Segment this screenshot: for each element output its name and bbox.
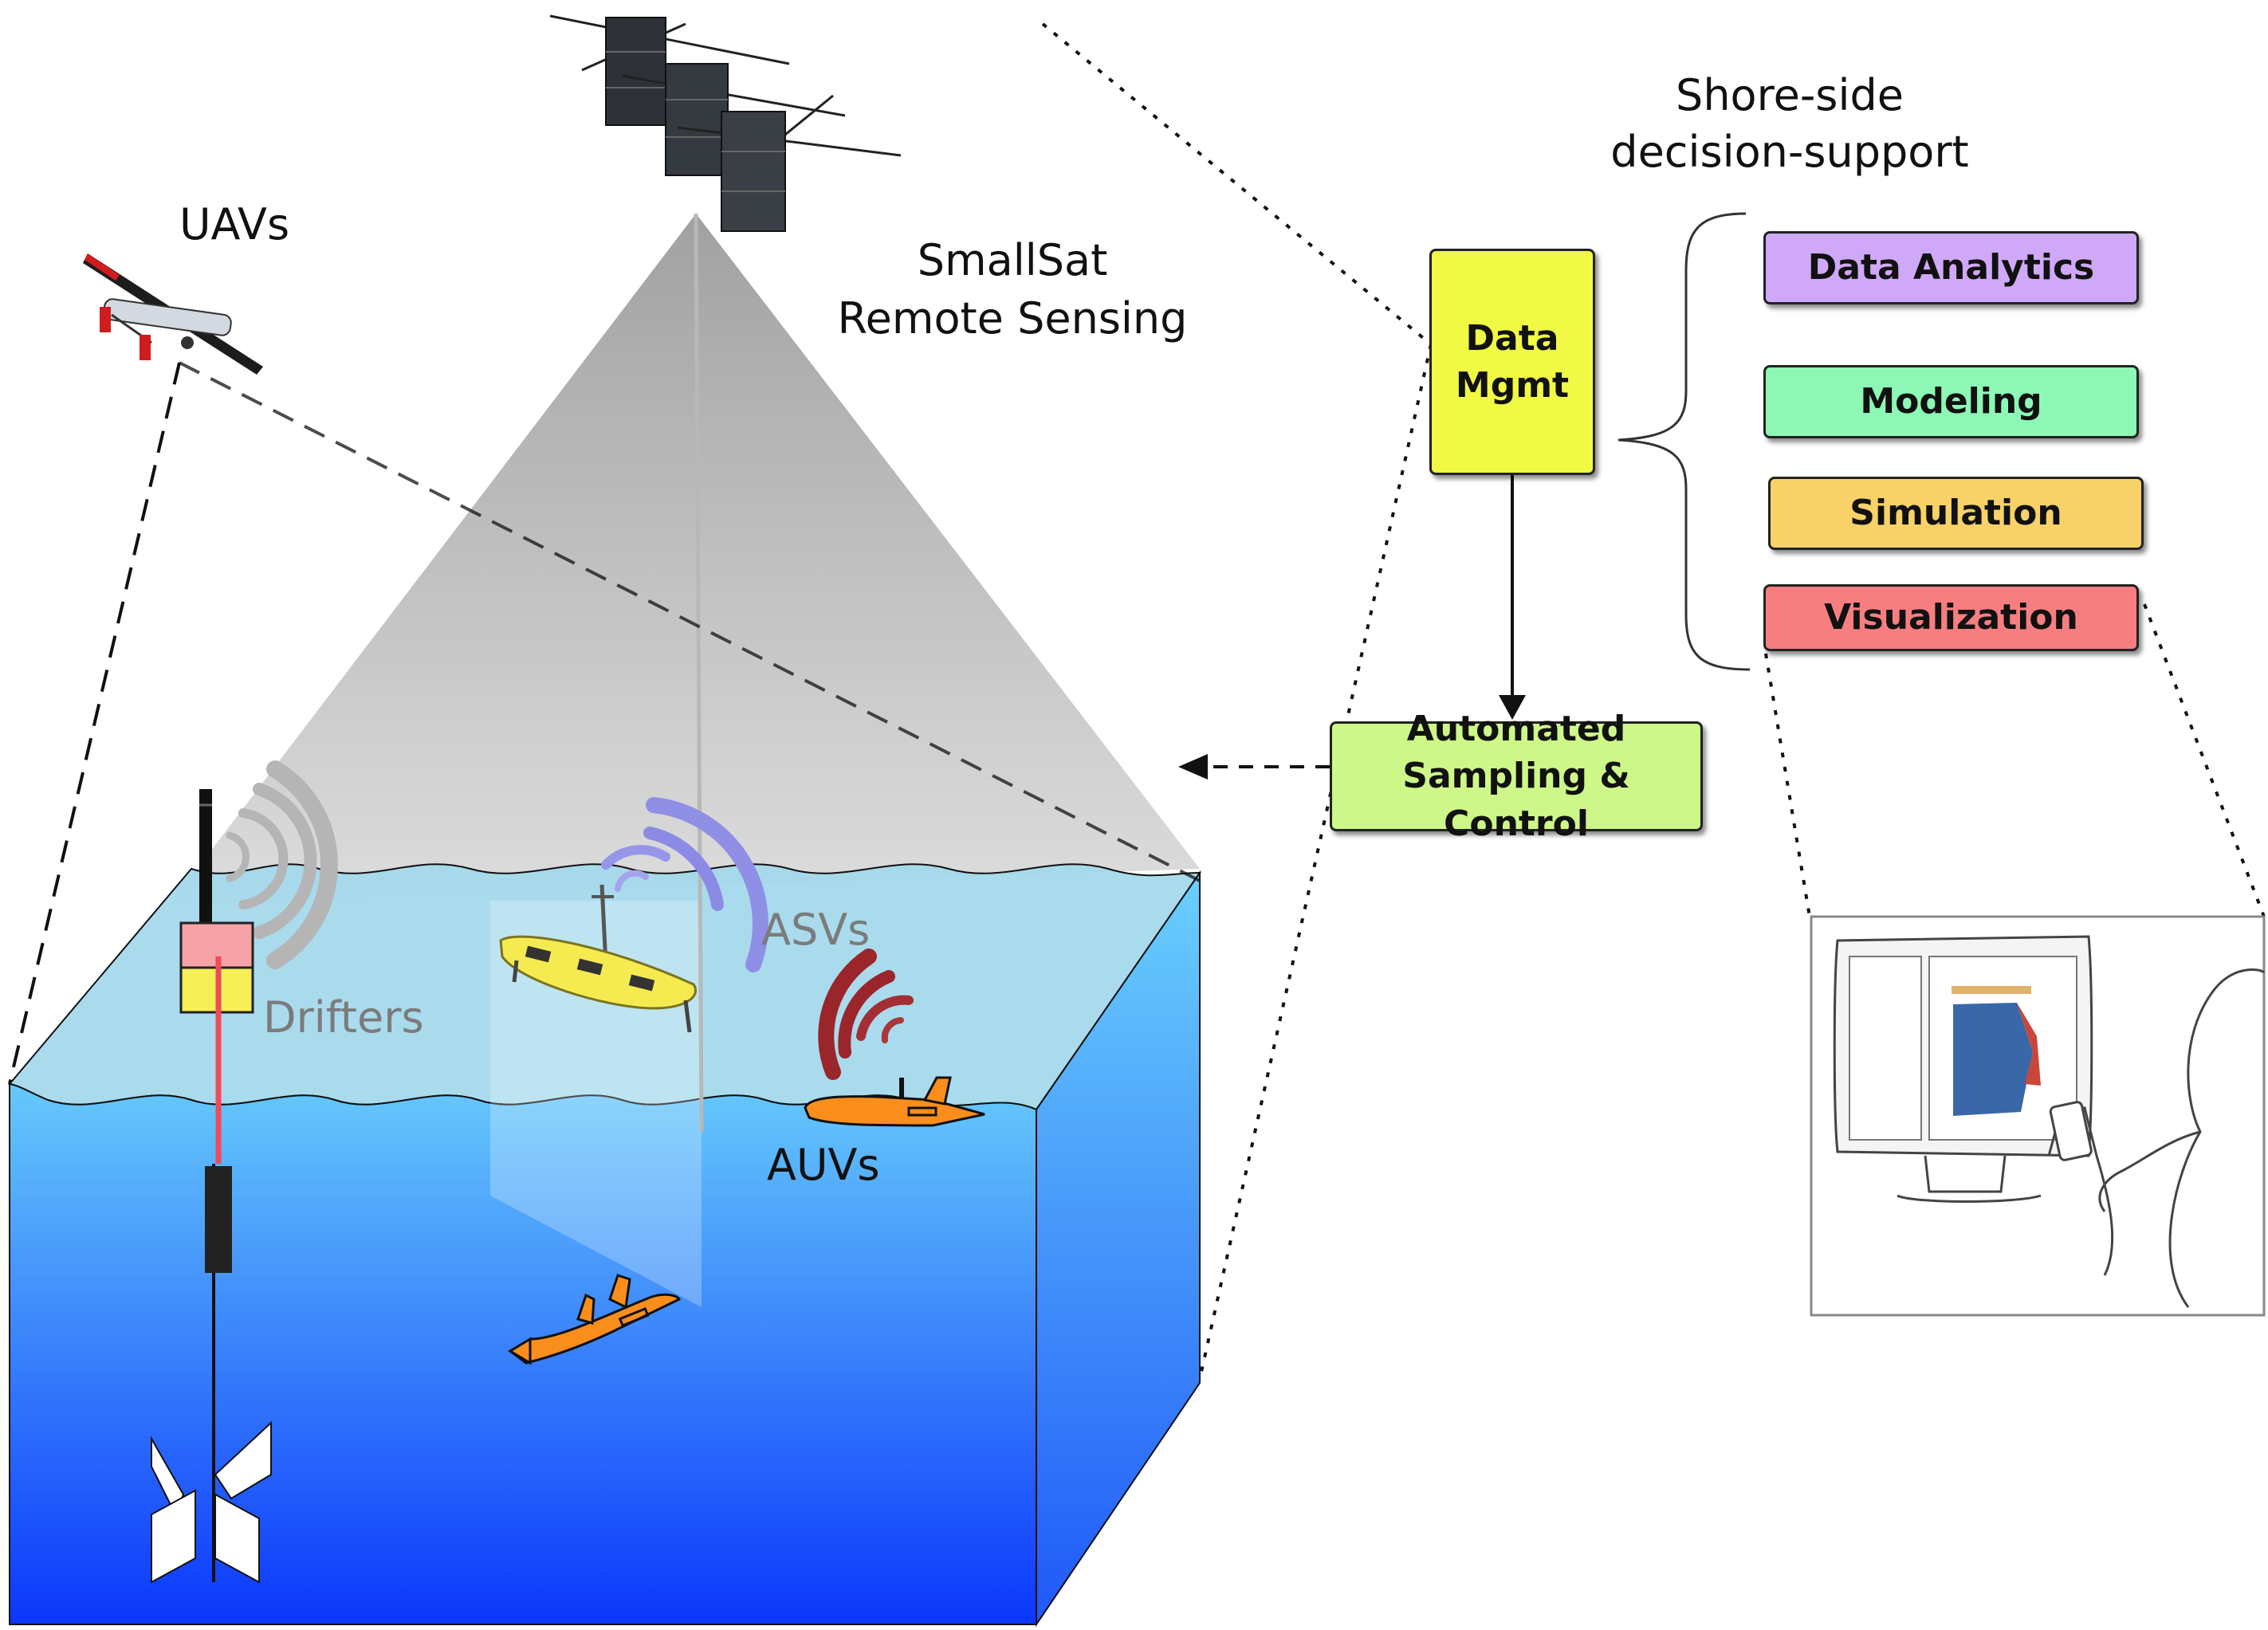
- ocean-side-face: [1036, 870, 1201, 1628]
- uav-aircraft: [83, 253, 263, 375]
- data-mgmt-line2: Mgmt: [1455, 365, 1570, 406]
- simulation-box: Simulation: [1768, 477, 2144, 550]
- auv-submerged: [508, 1274, 681, 1365]
- label-shore-line2: decision-support: [1610, 126, 1969, 177]
- dotted-vis-to-screen-left: [1764, 653, 1811, 917]
- data-mgmt-box: Data Mgmt: [1429, 249, 1595, 475]
- smallsat-satellites: [549, 14, 902, 232]
- auv-signal-waves: [818, 949, 914, 1080]
- automated-sampling-line1: Automated: [1406, 708, 1626, 749]
- dotted-mgmt-to-ocean: [1198, 344, 1433, 1380]
- satellite-3: [677, 94, 902, 232]
- modeling-box: Modeling: [1763, 365, 2139, 438]
- automated-sampling-line2: Sampling & Control: [1402, 756, 1630, 844]
- label-shore-side: Shore-side decision-support: [1610, 70, 1968, 179]
- automated-sampling-box: Automated Sampling & Control: [1330, 709, 1703, 844]
- curly-brace: [1617, 212, 1751, 671]
- label-drifters: Drifters: [263, 992, 424, 1043]
- satellite-2: [621, 63, 846, 176]
- uav-link-right: [179, 361, 1201, 882]
- drifter: [151, 789, 272, 1584]
- arrow-head-left: [1178, 754, 1208, 780]
- label-uavs: UAVs: [179, 199, 290, 249]
- data-mgmt-line1: Data: [1465, 317, 1559, 359]
- data-analytics-box: Data Analytics: [1763, 231, 2139, 304]
- decision-support-sketch: [1810, 915, 2266, 1317]
- drifter-signal-waves: [226, 760, 338, 969]
- dotted-vis-to-screen-right: [2143, 603, 2266, 917]
- visualization-box: Visualization: [1763, 584, 2139, 651]
- uav-link-left: [8, 362, 181, 1085]
- label-smallsat-line1: SmallSat: [917, 235, 1108, 285]
- auv-surface: [804, 1076, 985, 1127]
- label-auvs: AUVs: [767, 1140, 880, 1190]
- label-asvs: ASVs: [761, 905, 871, 955]
- satellite-nadir-line: [694, 213, 704, 1133]
- satellite-swath-cone: [170, 214, 1200, 905]
- label-shore-line1: Shore-side: [1676, 70, 1904, 120]
- asv-vehicle: [499, 884, 697, 1033]
- asv-signal-waves: [601, 797, 768, 972]
- arrow-head-down: [1499, 695, 1526, 720]
- satellite-1: [549, 14, 790, 126]
- label-smallsat: SmallSat Remote Sensing: [838, 235, 1188, 345]
- dotted-sat-to-mgmt: [1041, 22, 1433, 346]
- label-smallsat-line2: Remote Sensing: [837, 293, 1188, 344]
